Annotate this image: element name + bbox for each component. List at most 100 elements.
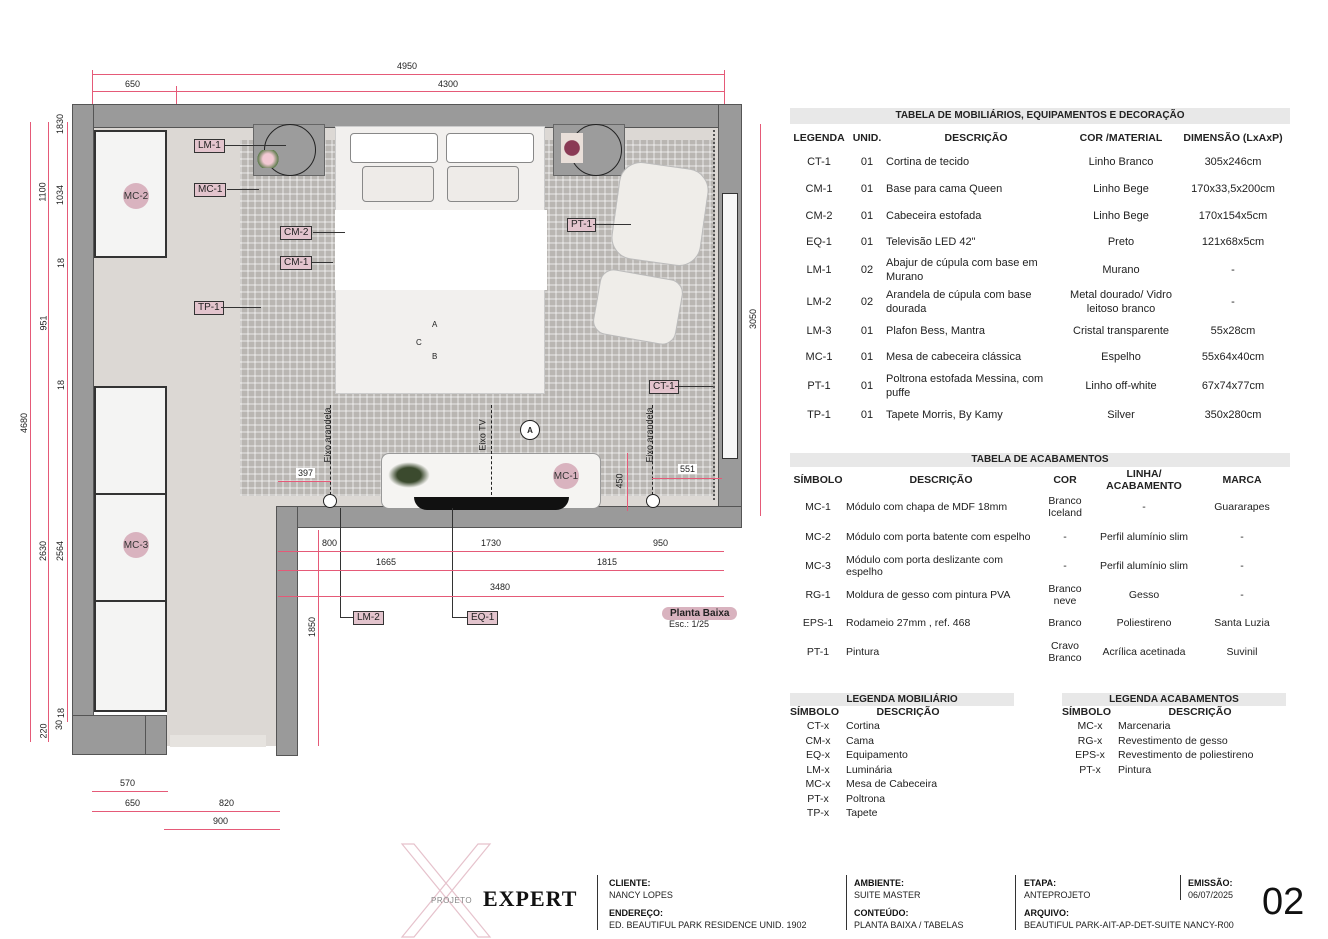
endereco-value: ED. BEAUTIFUL PARK RESIDENCE UNID. 1902 [609,920,807,930]
cell: Revestimento de gesso [1118,734,1228,747]
cell: Luminária [846,763,893,776]
axis-line [330,405,331,495]
col-header: LINHA/ ACABAMENTO [1106,468,1182,492]
axis-line [652,405,653,495]
endereco-label: ENDEREÇO: [609,908,664,918]
cell: LM-x [806,763,830,776]
cell: 55x64x40cm [1201,351,1265,363]
cell: PT-1 [806,645,830,658]
dim-left-1100: 1100 [37,182,48,202]
cell: TP-1 [807,409,831,421]
pillow [446,133,534,163]
floor-plan: MC-2 MC-3 A C B MC-1 Eixo arandela Eixo … [19,61,761,830]
cell: Branco [1048,616,1082,629]
tag-mc3: MC-3 [123,532,149,558]
cell: Poltrona [846,792,886,805]
sconce-icon [323,494,337,508]
cell: - [1231,264,1235,276]
tag-cm1: CM-1 [280,256,313,270]
cell: 55x28cm [1210,325,1256,337]
col-header: DIMENSÃO (LxAxP) [1183,132,1283,144]
cell: Branco Iceland [1048,495,1082,519]
cell: 170x154x5cm [1198,209,1268,222]
cell: Abajur de cúpula com base em Murano [886,257,1038,283]
dim-450: 450 [614,473,625,489]
cell: RG-1 [805,588,831,601]
dim-top-right: 4300 [438,79,459,89]
cell: Revestimento de poliestireno [1118,749,1254,761]
legend-furniture-title: LEGENDA MOBILIÁRIO [790,693,1014,706]
cell: PT-1 [807,380,831,392]
divider [846,875,847,930]
dimension-line [278,596,724,597]
arquivo-label: ARQUIVO: [1024,908,1069,918]
cell: - [1142,501,1146,513]
col-header: SÍMBOLO [790,706,839,718]
dim-left-30: 30 [54,719,65,731]
leader-line [593,224,631,225]
cell: PT-x [807,792,829,805]
cell: 01 [860,380,874,392]
pillow [350,133,438,163]
dim-397: 397 [296,468,316,478]
sconce-icon [646,494,660,508]
cell: CT-1 [807,155,831,168]
cell: 01 [860,182,874,195]
dim-bottom-650: 650 [125,798,141,808]
wall-top [72,104,742,128]
cell: 01 [860,351,874,363]
table-row: LM-3 01 Plafon Bess, Mantra Cristal tran… [790,318,1290,344]
col-header: COR /MATERIAL [1079,132,1163,144]
floor-corridor [167,506,276,746]
cell: MC-x [805,778,831,790]
table-row: EPS-1 Rodameio 27mm , ref. 468 Branco Po… [790,609,1290,636]
cell: Santa Luzia [1214,616,1270,629]
cell: 01 [860,209,874,222]
cell: EPS-x [1075,749,1105,761]
dim-left-1830: 1830 [55,113,66,135]
divider [1015,875,1016,930]
etapa-label: ETAPA: [1024,878,1057,888]
dimension-line [318,530,319,746]
cell: Perfil alumínio slim [1099,559,1189,572]
legend-row: PT-x Poltrona [790,792,970,807]
tag-tp1: TP-1 [194,301,224,315]
point-c: C [416,338,422,347]
tag-lm2: LM-2 [353,611,384,625]
dim-left-18a: 18 [56,257,67,269]
cell: Mesa de cabeceira clássica [886,351,1022,363]
table-row: CT-1 01 Cortina de tecido Linho Branco 3… [790,148,1290,175]
dimension-line [760,124,761,516]
tag-ct1: CT-1 [649,380,679,394]
cell: 170x33,5x200cm [1191,182,1275,195]
cell: Perfil alumínio slim [1099,530,1189,543]
cliente-label: CLIENTE: [609,878,651,888]
cell: - [1240,530,1244,543]
tag-cm2: CM-2 [280,226,313,240]
dim-1730: 1730 [481,538,502,548]
leader-line [340,508,341,618]
col-header: LEGENDA [793,132,845,144]
dim-left-18b: 18 [56,379,67,391]
cell: Poltrona estofada Messina, com puffe [886,373,1044,399]
logo-x-icon [400,843,492,938]
cell: Cabeceira estofada [886,209,982,222]
decor-book-icon [561,133,583,163]
cell: LM-2 [806,296,832,308]
cell: Acrílica acetinada [1102,645,1186,658]
table-row: TP-1 01 Tapete Morris, By Kamy Silver 35… [790,402,1290,428]
table-row: MC-1 Módulo com chapa de MDF 18mm Branco… [790,492,1290,522]
wall-corridor-right [276,506,298,756]
wardrobe-divider [94,600,167,602]
bed-sheet [335,210,547,290]
arquivo-value: BEAUTIFUL PARK-AIT-AP-DET-SUITE NANCY-R0… [1024,920,1234,930]
table-row: RG-1 Moldura de gesso com pintura PVA Br… [790,580,1290,609]
tag-mc1: MC-1 [194,183,227,197]
conteudo-label: CONTEÚDO: [854,908,909,918]
table-row: LM-1 02 Abajur de cúpula com base em Mur… [790,254,1290,286]
legend-row: LM-x Luminária [790,763,970,778]
cell: Marcenaria [1118,720,1171,732]
